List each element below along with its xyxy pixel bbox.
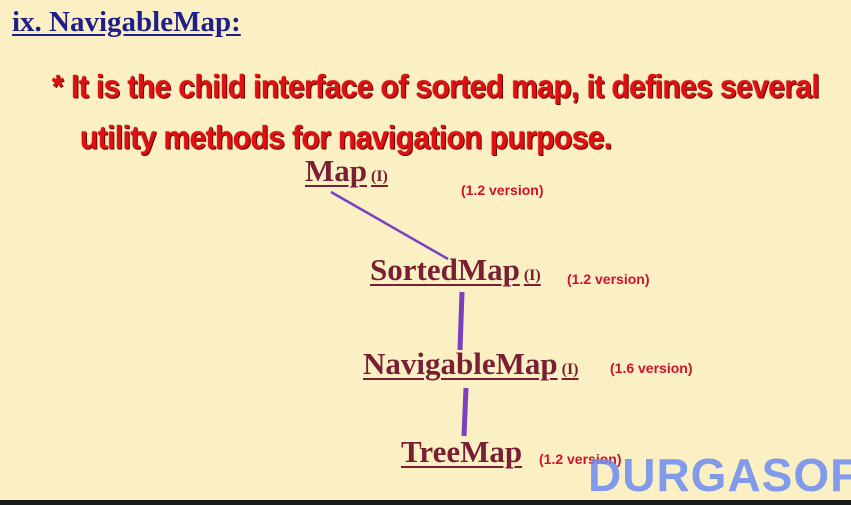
description-line-1: It is the child interface of sorted map,… (71, 69, 820, 106)
node-treemap-name: TreeMap (401, 434, 523, 469)
node-navigablemap-version: (1.6 version) (610, 360, 693, 376)
bullet-asterisk: * (52, 69, 64, 106)
node-navigablemap: NavigableMap(I) (363, 346, 579, 382)
node-sortedmap-tag: (I) (523, 267, 541, 284)
watermark-logo: DURGASOF (588, 449, 851, 501)
node-map-name: Map (305, 153, 367, 188)
node-navigablemap-tag: (I) (561, 361, 579, 378)
node-treemap-version: (1.2 version) (539, 451, 622, 467)
node-treemap: TreeMap (401, 434, 522, 470)
node-map-version: (1.2 version) (461, 182, 544, 198)
node-sortedmap-version: (1.2 version) (567, 271, 650, 287)
edge-map-sortedmap (330, 190, 449, 261)
node-navigablemap-name: NavigableMap (363, 346, 558, 381)
edge-sortedmap-navigablemap (457, 291, 465, 351)
node-map-tag: (I) (371, 168, 388, 185)
slide-title: ix. NavigableMap: (12, 6, 241, 38)
description-paragraph: *It is the child interface of sorted map… (52, 62, 842, 164)
description-line-2: utility methods for navigation purpose. (80, 120, 612, 156)
node-sortedmap-name: SortedMap (370, 252, 520, 287)
node-map: Map(I) (305, 153, 388, 189)
bottom-divider (0, 500, 851, 505)
node-sortedmap: SortedMap(I) (370, 252, 541, 288)
edge-navigablemap-treemap (461, 387, 469, 437)
